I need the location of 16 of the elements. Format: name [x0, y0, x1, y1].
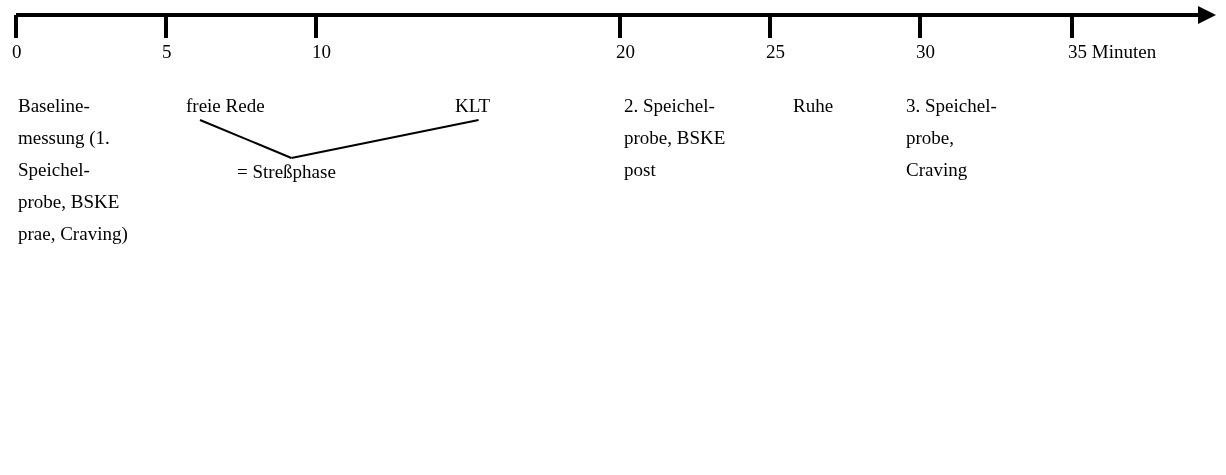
bracket-line [290, 119, 480, 159]
phase-text: 2. Speichel- probe, BSKE post [624, 90, 728, 186]
tick-label: 30 [916, 42, 935, 62]
tick-label: 5 [162, 42, 172, 62]
phase-text: Ruhe [793, 90, 834, 122]
phase-text: 3. Speichel- probe, Craving [906, 90, 1014, 186]
tick-label: 25 [766, 42, 785, 62]
phase-text: Baseline- messung (1. Speichel- probe, BSKE prae, Craving) [18, 90, 136, 250]
phase-text: = Streßphase [237, 156, 336, 188]
tick-label: 0 [12, 42, 22, 62]
tick-label: 20 [616, 42, 635, 62]
tick-label: 10 [312, 42, 331, 62]
tick-label: 35 Minuten [1068, 42, 1157, 62]
bracket-line [199, 119, 293, 159]
phase-text: KLT [455, 90, 491, 122]
phase-text: freie Rede [186, 90, 265, 122]
